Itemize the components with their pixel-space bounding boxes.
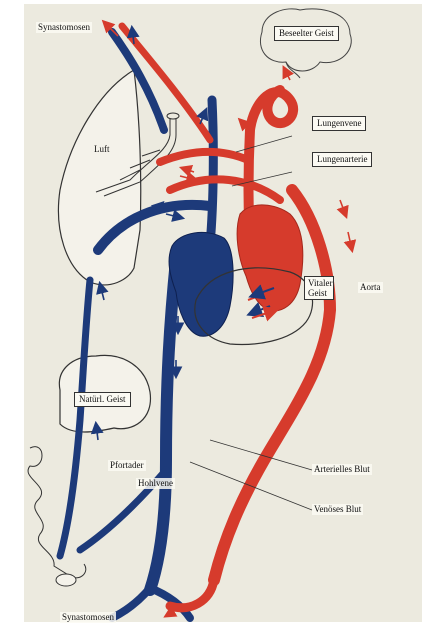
label-hohlvene: Hohlvene — [136, 478, 175, 489]
intestine-outline-end — [56, 574, 76, 586]
label-synastomosen-top: Synastomosen — [36, 22, 92, 33]
label-natuerl-geist: Natürl. Geist — [74, 392, 131, 407]
label-beseelter-geist: Beseelter Geist — [274, 26, 339, 41]
label-pfortader: Pfortader — [108, 460, 146, 471]
label-venoeses-blut: Venöses Blut — [312, 504, 363, 515]
label-lungenvene: Lungenvene — [312, 116, 366, 131]
label-luft: Luft — [94, 144, 110, 155]
label-synastomosen-bottom: Synastomosen — [60, 612, 116, 623]
label-vitaler-geist: Vitaler Geist — [304, 276, 334, 300]
label-aorta: Aorta — [358, 282, 383, 293]
label-arterielles-blut: Arterielles Blut — [312, 464, 372, 475]
label-lungenarterie: Lungenarterie — [312, 152, 372, 167]
